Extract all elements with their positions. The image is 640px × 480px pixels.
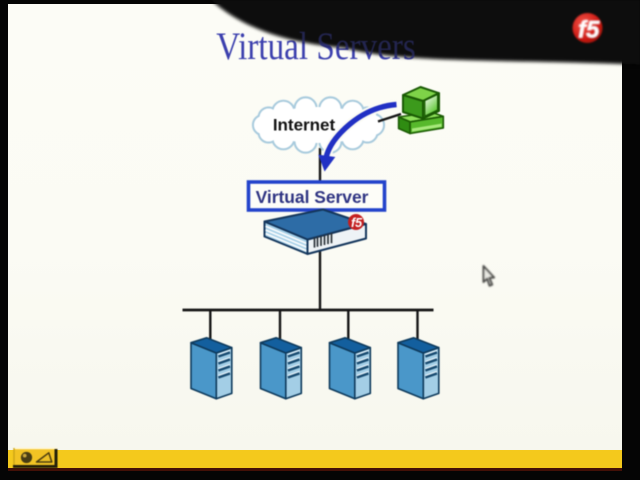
svg-text:Virtual Server: Virtual Server: [256, 187, 369, 207]
svg-text:Internet: Internet: [273, 116, 336, 135]
svg-text:f5: f5: [578, 17, 600, 44]
svg-text:f5: f5: [351, 216, 363, 230]
